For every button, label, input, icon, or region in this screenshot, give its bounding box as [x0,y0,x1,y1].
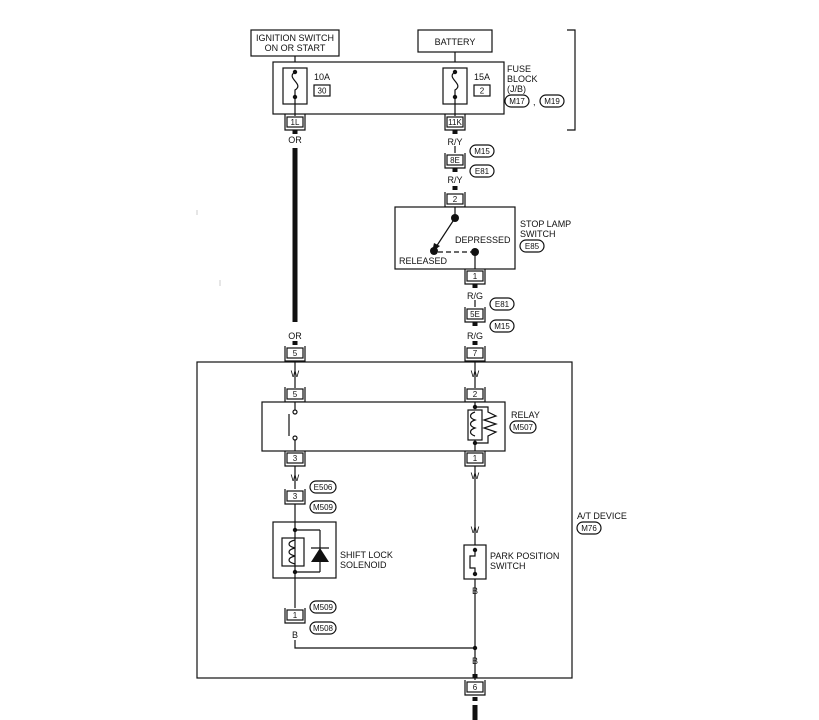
wire-color-b-1: B [292,630,298,640]
wire-color-w-5: W [471,525,480,535]
conn-1-top-badge: M509 [313,603,334,612]
svg-text:1: 1 [473,272,478,281]
stop-lamp-pin-1: 1 [464,269,486,285]
fuse-block-label-1: FUSE [507,64,531,74]
battery-box: BATTERY [417,29,493,53]
relay-pin-2: 2 [464,387,486,403]
relay-label: RELAY [511,410,540,420]
ignition-label-line1: IGNITION SWITCH [256,33,334,43]
svg-text:1: 1 [293,611,298,620]
wire-color-ry-2: R/Y [447,175,462,185]
bottom-pin-6: 6 [464,680,486,696]
conn-3-bottom-badge: M509 [313,503,334,512]
conn-8E-top-badge: M15 [474,147,490,156]
conn-3-top-badge: E506 [314,483,333,492]
park-position-label-1: PARK POSITION [490,551,559,561]
ignition-label-line2: ON OR START [265,43,326,53]
relay-pin-5: 5 [284,387,306,403]
fuse-block-conn-m19-badge [539,94,565,108]
fuse-block-bracket [567,29,576,131]
stop-lamp-label-2: SWITCH [520,229,556,239]
connector-1: 1 [284,608,306,624]
svg-text:7: 7 [473,349,478,358]
svg-text:1: 1 [473,454,478,463]
stop-lamp-switch: DEPRESSED RELEASED [394,206,516,270]
park-position-label-2: SWITCH [490,561,526,571]
relay [261,401,506,452]
wire-b-ground [294,640,475,649]
conn-5E-top-badge: E81 [495,300,510,309]
wire-color-w-2: W [471,369,480,379]
connector-5E: 5E [464,307,486,323]
relay-conn-badge: M507 [513,423,534,432]
fuse-block-label-3: (J/B) [507,84,526,94]
wire-color-b-3: B [472,656,478,666]
wire-color-rg-1: R/G [467,291,483,301]
svg-text:3: 3 [293,492,298,501]
terminal-11K: 11K [444,114,466,131]
ignition-switch-box: IGNITION SWITCH ON OR START [250,29,340,57]
depressed-label: DEPRESSED [455,235,511,245]
wire-color-w-1: W [291,369,300,379]
wire-color-b-2: B [472,586,478,596]
ground-junction [472,645,478,651]
wire-color-w-4: W [471,471,480,481]
fuse-block-conn-m17: M17 [509,97,525,106]
conn-5E-bottom-badge: M15 [494,322,510,331]
wire-color-or-bottom: OR [288,331,302,341]
wire-color-or-top: OR [288,135,302,145]
svg-text:5: 5 [293,390,298,399]
stop-lamp-pin-2: 2 [444,192,466,208]
relay-pin-3: 3 [284,451,306,467]
svg-text:6: 6 [473,683,478,692]
at-device-box [196,361,573,679]
fuse-block-label-2: BLOCK [507,74,538,84]
fuse-right-amp: 15A [474,72,490,82]
svg-text:2: 2 [473,390,478,399]
released-label: RELEASED [399,256,448,266]
svg-text:8E: 8E [450,156,460,165]
at-device-conn-badge: M76 [581,524,597,533]
svg-text:5: 5 [293,349,298,358]
stop-lamp-label-1: STOP LAMP [520,219,571,229]
shift-lock-label-2: SOLENOID [340,560,387,570]
at-device-pin-5: 5 [284,346,306,362]
conn-8E-bottom-badge: E81 [475,167,490,176]
battery-label: BATTERY [435,37,476,47]
fuse-right-num: 2 [480,87,485,96]
fuse-block-conn-m19: M19 [544,97,560,106]
connector-3: 3 [284,489,306,505]
wire-color-ry-1: R/Y [447,137,462,147]
at-device-pin-7: 7 [464,346,486,362]
fuse-block-conn-m17-badge [504,94,530,108]
wire-color-rg-2: R/G [467,331,483,341]
fuse-block: 10A 30 15A 2 [272,61,505,115]
relay-pin-1: 1 [464,451,486,467]
svg-text:11K: 11K [448,118,462,127]
stop-lamp-conn-badge: E85 [525,242,540,251]
svg-text:2: 2 [453,195,458,204]
svg-text:1L: 1L [291,118,300,127]
wire-color-w-3: W [291,473,300,483]
fuse-left-num: 30 [318,87,327,96]
shift-lock-label-1: SHIFT LOCK [340,550,393,560]
at-device-label: A/T DEVICE [577,511,627,521]
terminal-1L: 1L [284,114,306,131]
shift-lock-solenoid [272,521,337,579]
connector-8E: 8E [444,153,466,169]
fuse-block-conn-sep: , [533,97,536,107]
conn-1-bottom-badge: M508 [313,624,334,633]
svg-text:5E: 5E [470,310,480,319]
fuse-left-amp: 10A [314,72,330,82]
svg-text:3: 3 [293,454,298,463]
park-position-switch [463,544,487,580]
